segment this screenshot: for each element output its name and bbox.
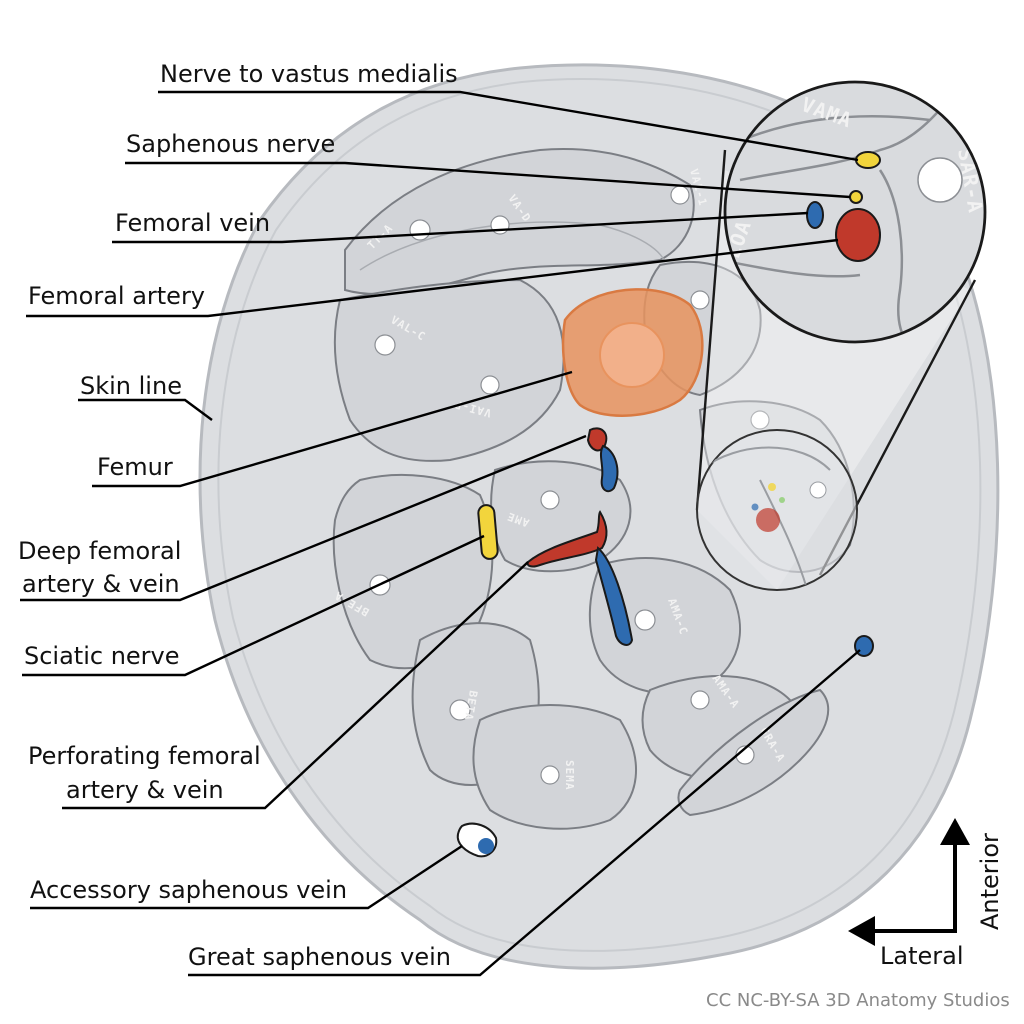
leader-femoral-vein (112, 211, 809, 244)
zoom-slot-sara (917, 157, 963, 203)
label-femoral-vein: Femoral vein (115, 209, 270, 237)
slot-val (670, 185, 690, 205)
muscle-tag-sema: SEMA (563, 760, 576, 791)
saphenous-nerve-zoom (849, 190, 863, 204)
leader-sciatic-nerve (22, 534, 485, 677)
slot-amac (634, 609, 656, 631)
orientation-indicator: Anterior Lateral (848, 818, 1004, 970)
accessory-saphenous-vein-fill (478, 838, 494, 854)
leader-femur (92, 370, 573, 488)
label-femoral-artery: Femoral artery (28, 282, 205, 310)
nerve-to-vastus-medialis-zoom (855, 151, 881, 169)
label-perforating-line2: artery & vein (66, 776, 224, 804)
muscle-outline-inner (359, 221, 666, 271)
leader-accessory-saphenous (30, 844, 463, 910)
label-femur: Femur (97, 453, 173, 481)
label-skin-line: Skin line (80, 372, 182, 400)
slot-vama-lower (750, 410, 770, 430)
leader-perforating (62, 561, 529, 810)
femoral-vein-zoom (806, 201, 824, 229)
label-anterior: Anterior (976, 833, 1004, 930)
slot-ama (690, 690, 710, 710)
label-saphenous-nerve: Saphenous nerve (126, 130, 335, 158)
label-deep-femoral-line1: Deep femoral (18, 537, 181, 565)
muscle-vastus-anterior (344, 148, 695, 295)
muscle-tag-beta: BETA (462, 689, 480, 721)
leader-femoral-artery (26, 238, 839, 318)
label-nerve-to-vastus-medialis: Nerve to vastus medialis (160, 60, 458, 88)
slot-vint (690, 290, 710, 310)
leader-nerve-to-vastus-medialis (158, 90, 859, 162)
perforating-femoral-artery (526, 510, 608, 568)
slot-vac (374, 334, 396, 356)
anterior-arrow-head (940, 818, 970, 845)
labels-group: Nerve to vastus medialis Saphenous nerve… (18, 60, 458, 971)
label-perforating-line1: Perforating femoral (28, 742, 261, 770)
slot-sema (540, 765, 560, 785)
label-lateral: Lateral (880, 942, 964, 970)
label-great-saphenous-vein: Great saphenous vein (188, 943, 451, 971)
leader-deep-femoral (20, 434, 587, 602)
perforating-femoral-vein (594, 546, 634, 646)
lateral-arrow-head (848, 916, 875, 946)
leader-skin-line (78, 398, 213, 421)
label-accessory-saphenous-vein: Accessory saphenous vein (30, 876, 347, 904)
leader-lines (20, 90, 861, 977)
leader-saphenous-nerve (125, 161, 851, 199)
slot-ame (540, 490, 560, 510)
zoom-cone-left-edge (695, 149, 727, 511)
label-deep-femoral-line2: artery & vein (22, 570, 180, 598)
deep-femoral-artery (586, 427, 608, 452)
femur-marrow (599, 322, 665, 388)
slot-tt (409, 219, 431, 241)
sciatic-nerve (477, 504, 499, 560)
deep-femoral-vein (600, 444, 619, 493)
slot-vaip (480, 375, 500, 395)
leader-great-saphenous (188, 649, 861, 977)
credit-text: CC NC-BY-SA 3D Anatomy Studios (706, 990, 1010, 1011)
label-sciatic-nerve: Sciatic nerve (24, 642, 180, 670)
femoral-artery-zoom (835, 208, 881, 262)
muscle-vastus-lateral (333, 278, 565, 462)
slot-beta (449, 699, 471, 721)
